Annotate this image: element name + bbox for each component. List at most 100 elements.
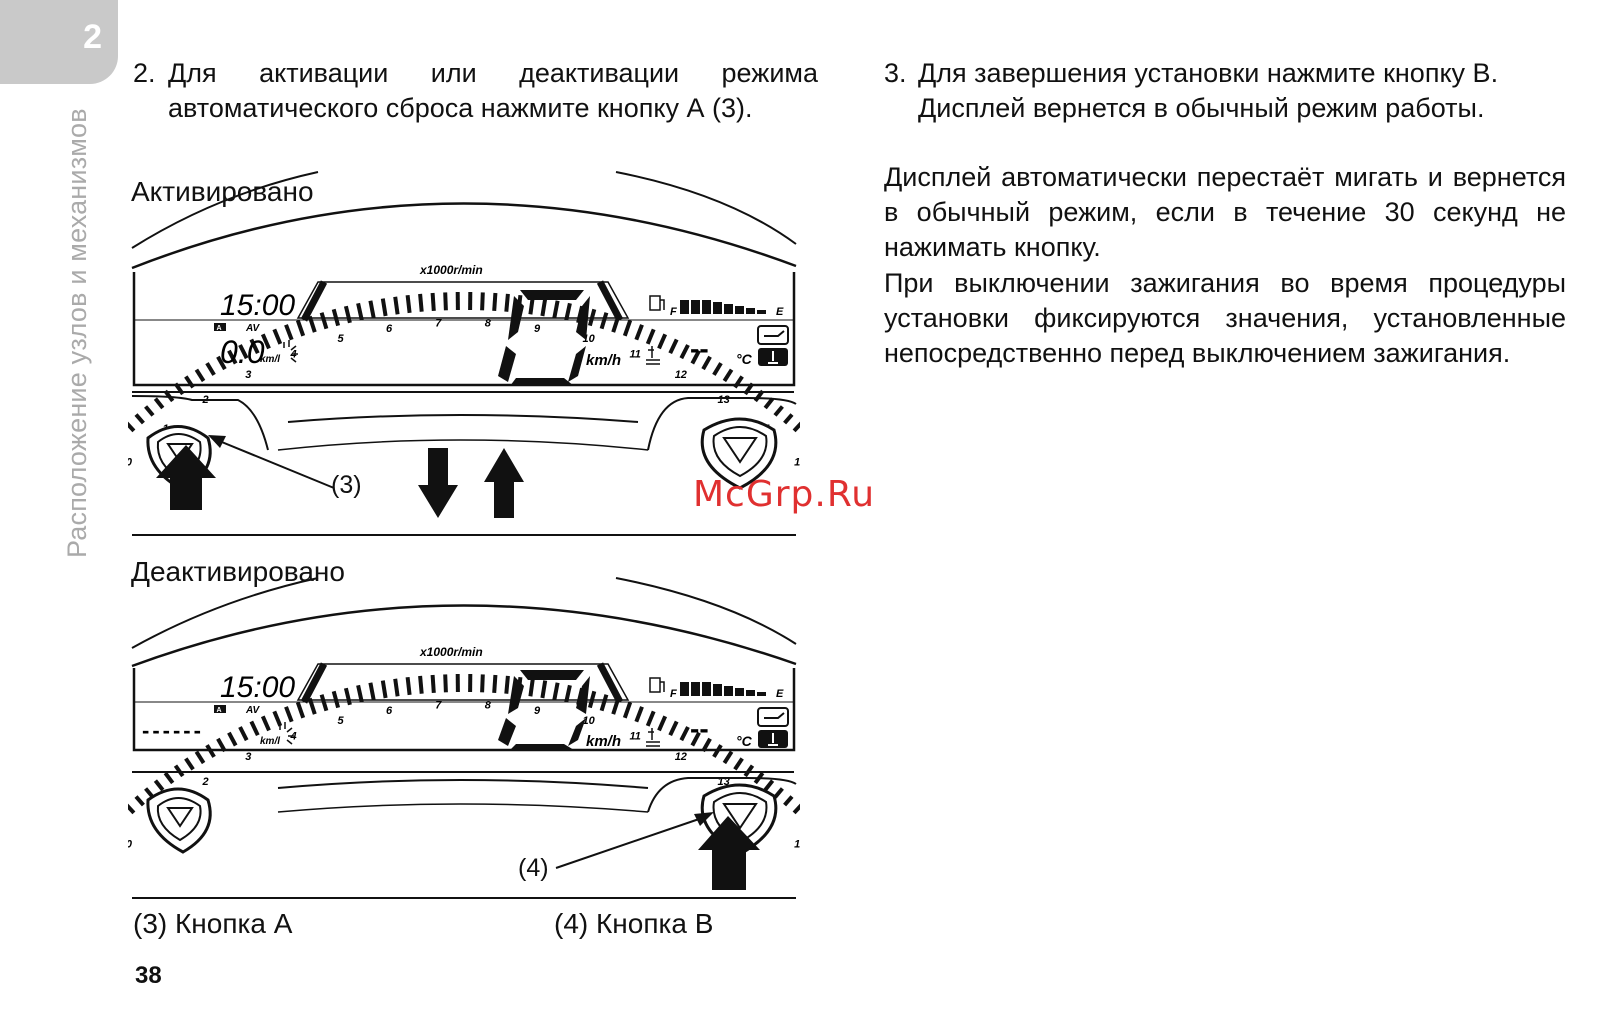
tach-segment bbox=[622, 701, 633, 719]
tach-bar bbox=[128, 291, 800, 433]
tach-segment bbox=[443, 292, 448, 311]
tach-tick-label: 0 bbox=[128, 457, 133, 469]
tach-segment bbox=[528, 678, 535, 697]
tach-segment bbox=[295, 701, 306, 719]
button-b[interactable] bbox=[700, 417, 778, 490]
tach-segment bbox=[173, 764, 185, 778]
tach-segment bbox=[153, 779, 165, 792]
tach-segment bbox=[722, 368, 734, 383]
note-auto-exit: Дисплей автоматически перестаёт мигать и… bbox=[884, 160, 1566, 265]
tach-segment bbox=[128, 803, 136, 815]
tach-segment bbox=[430, 674, 436, 694]
arrow-up-icon bbox=[484, 448, 524, 518]
temp-display: -- bbox=[690, 333, 709, 364]
tach-segment bbox=[763, 397, 775, 410]
fuel-gauge-bars bbox=[680, 300, 766, 314]
trip-mode: AV bbox=[245, 705, 260, 716]
tach-segment bbox=[657, 333, 668, 350]
tach-segment bbox=[722, 750, 734, 765]
caption-button-a: (3) Кнопка А bbox=[133, 908, 293, 939]
button-a[interactable] bbox=[146, 787, 212, 854]
tach-segment bbox=[163, 771, 175, 785]
tach-segment bbox=[418, 293, 424, 312]
speed-digit bbox=[498, 290, 590, 386]
tach-segment bbox=[690, 731, 701, 747]
tach-segment bbox=[763, 779, 775, 792]
tach-tick-label: 3 bbox=[245, 751, 251, 763]
chapter-number: 2 bbox=[83, 18, 102, 56]
tach-segment bbox=[504, 293, 510, 312]
tach-segment bbox=[343, 687, 352, 706]
trip-mode: AV bbox=[245, 323, 260, 334]
tach-segment bbox=[443, 674, 448, 693]
watermark: McGrp.Ru bbox=[693, 474, 876, 515]
tach-segment bbox=[272, 328, 283, 345]
tach-segment bbox=[783, 795, 794, 807]
speed-value: 0 bbox=[552, 369, 553, 371]
dashboard-activated: 0123456789101112131415 x1000r/min 15:00 … bbox=[128, 171, 800, 536]
note-ignition-line: При выключении зажигания во время процед… bbox=[884, 268, 1566, 298]
tach-segment bbox=[634, 706, 644, 723]
tach-tick-label: 15 bbox=[794, 457, 800, 469]
note-ignition-line: непосредственно перед выключением зажига… bbox=[884, 338, 1511, 368]
step2-line1: Для активации или деактивации режима bbox=[168, 58, 818, 88]
press-arrow-icon bbox=[156, 445, 216, 510]
tach-segment bbox=[184, 375, 195, 389]
tach-segment bbox=[216, 355, 227, 371]
tach-segment bbox=[128, 421, 136, 433]
fuel-full-label: F bbox=[670, 306, 677, 318]
tach-segment bbox=[238, 344, 249, 360]
tach-segment bbox=[249, 338, 260, 355]
tach-segment bbox=[712, 362, 723, 376]
tach-segment bbox=[792, 421, 800, 433]
tach-segment bbox=[679, 344, 690, 360]
tach-segment bbox=[238, 726, 249, 742]
tach-segment bbox=[319, 312, 329, 330]
tach-tick-label: 5 bbox=[338, 715, 345, 727]
tach-segment bbox=[418, 675, 424, 694]
tach-segment bbox=[540, 298, 548, 317]
fuel-pump-icon bbox=[649, 677, 665, 693]
tach-segment bbox=[743, 764, 755, 778]
callout-3: (3) bbox=[331, 471, 362, 499]
tach-segment bbox=[690, 349, 701, 365]
callout-4: (4) bbox=[518, 854, 549, 882]
tach-tick-label: 15 bbox=[794, 839, 800, 851]
tach-tick-label: 7 bbox=[435, 318, 442, 330]
tach-segment bbox=[733, 375, 744, 389]
tach-segment bbox=[307, 697, 317, 715]
note-auto-exit-line: Дисплей автоматически перестаёт мигать и… bbox=[884, 162, 1566, 192]
fuel-empty-label: E bbox=[776, 306, 784, 318]
tach-segment bbox=[319, 694, 329, 712]
oil-warning-icon bbox=[757, 707, 789, 727]
tach-tick-label: 12 bbox=[675, 369, 687, 381]
tach-tick-label: 12 bbox=[675, 751, 687, 763]
tach-segment bbox=[668, 338, 679, 355]
tach-tick-label: 8 bbox=[485, 700, 492, 712]
tach-ticks: 0123456789101112131415 bbox=[128, 700, 800, 851]
mode-badge bbox=[214, 323, 226, 331]
tach-tick-label: 8 bbox=[485, 318, 492, 330]
tach-segment bbox=[205, 362, 216, 376]
tach-segment bbox=[773, 787, 784, 799]
note-ignition: При выключении зажигания во время процед… bbox=[884, 266, 1566, 371]
tach-segment bbox=[284, 324, 294, 341]
tach-segment bbox=[668, 720, 679, 737]
tach-segment bbox=[504, 675, 510, 694]
oil-warning-icon bbox=[757, 325, 789, 345]
caption-button-b: (4) Кнопка В bbox=[554, 908, 714, 939]
economy-unit: km/l bbox=[260, 354, 280, 365]
tach-tick-label: 11 bbox=[630, 731, 641, 743]
chapter-tab: 2 bbox=[0, 0, 118, 84]
tach-segment bbox=[645, 710, 656, 727]
tach-segment bbox=[783, 413, 794, 425]
tach-segment bbox=[380, 298, 388, 317]
temp-unit: °C bbox=[736, 733, 753, 749]
tach-segment bbox=[184, 757, 195, 771]
label-deactivated: Деактивировано bbox=[131, 556, 345, 587]
tach-segment bbox=[634, 324, 644, 341]
tach-segment bbox=[380, 680, 388, 699]
tach-segment bbox=[134, 413, 145, 425]
tach-segment bbox=[368, 300, 376, 319]
tach-segment bbox=[405, 294, 412, 314]
